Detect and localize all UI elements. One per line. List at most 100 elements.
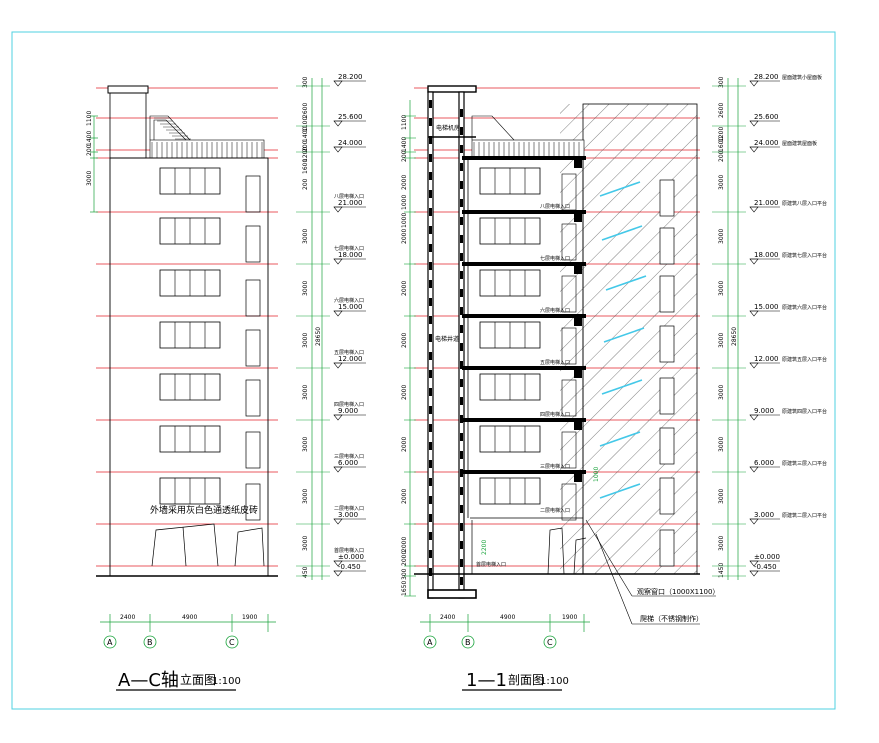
elevation-side-window — [245, 279, 261, 317]
section-callouts — [585, 519, 716, 625]
elevation-level-value: 12.000 — [338, 355, 363, 363]
section-floor-slab — [462, 418, 586, 422]
elevation-level-triangle — [333, 362, 343, 369]
section-windows — [479, 167, 577, 521]
section-existing-window — [659, 529, 675, 567]
elevation-roof-housing — [107, 85, 149, 94]
section-left-dim-label: 1000 — [401, 195, 408, 210]
section-railing-balusters — [473, 142, 580, 158]
section-shaft-block-left — [429, 208, 432, 216]
elevation-right-dim-label: 1600 — [302, 159, 309, 174]
section-left-dim-label: 1650 — [401, 581, 408, 596]
section-total-height: 28650 — [731, 327, 738, 346]
section-slab-edge — [574, 366, 582, 378]
section-side-window — [561, 223, 577, 261]
section-shaft-block-right — [460, 127, 463, 135]
section-shaft-block-left — [429, 190, 432, 198]
section-level-triangle — [749, 120, 759, 127]
section-shaft-label: 电梯井道 — [435, 335, 459, 343]
section-shaft-block-left — [429, 478, 432, 486]
section-side-window — [561, 379, 577, 417]
section-shaft-block-right — [460, 505, 463, 513]
elevation-axis-bubble — [103, 635, 117, 649]
elevation-right-dim-label: 3000 — [302, 536, 309, 551]
elevation-side-window — [245, 431, 261, 469]
section-right-dim-label: 3000 — [718, 437, 725, 452]
elevation-base-door — [151, 523, 265, 567]
section-left-dim-label: 300 — [401, 568, 408, 580]
section-shaft-block-left — [429, 136, 432, 144]
section-roof-railing — [471, 115, 585, 159]
section-shaft-block-right — [460, 343, 463, 351]
section-level-value: 3.000 — [754, 511, 774, 519]
section-level-label: 屋面建筑屋面板 — [782, 140, 817, 147]
section-shaft-block-left — [429, 298, 432, 306]
section-level-value: 15.000 — [754, 303, 779, 311]
section-callout-window: 观察窗口（1000X1100） — [637, 587, 719, 596]
section-title-main: 1—1 — [466, 670, 507, 691]
section-slab-edge — [574, 210, 582, 222]
section-shaft-block-left — [429, 406, 432, 414]
section-pit — [427, 589, 477, 599]
section-floor-slab — [462, 262, 586, 266]
elevation-right-dim-label: 1100 — [302, 117, 309, 132]
section-shaft-block-right — [460, 307, 463, 315]
section-floor-slab — [462, 470, 586, 474]
section-axis-label: C — [547, 638, 553, 647]
section-side-window — [561, 483, 577, 521]
elevation-level-value: 3.000 — [338, 511, 358, 519]
section-shaft-block-right — [460, 289, 463, 297]
section-shaft-block-left — [429, 280, 432, 288]
section-level-label: 原建筑六层入口平台 — [782, 304, 827, 311]
elevation-right-dimensions: 3002600110014002001200160020030003000300… — [296, 76, 330, 580]
section-shaft-block-left — [429, 370, 432, 378]
section-left-dim-label: 2000 — [401, 537, 408, 552]
section-slab-edge — [574, 314, 582, 326]
elevation-right-dim-label: 3000 — [302, 385, 309, 400]
section-level-triangle — [749, 362, 759, 369]
section-right-dim-label: 3000 — [718, 175, 725, 190]
section-left-dim-label: 2000 — [401, 385, 408, 400]
section-shaft-block-right — [460, 433, 463, 441]
section-right-dim-label: 200 — [718, 150, 725, 162]
section-shaft-block-right — [460, 415, 463, 423]
section-glass-mark — [605, 275, 647, 291]
section-shaft-block-left — [429, 460, 432, 468]
section-floor-label: 首层电梯入口 — [476, 561, 506, 568]
elevation-left-dim-label: 1400 — [86, 131, 93, 146]
section-shaft-block-right — [460, 163, 463, 171]
elevation-level-value: 25.600 — [338, 113, 363, 121]
section-shaft-block-left — [429, 334, 432, 342]
section-shaft-block-left — [429, 550, 432, 558]
elevation-right-dim-label: 3000 — [302, 281, 309, 296]
section-floor-label: 八层电梯入口 — [540, 203, 570, 210]
section-title-sub: 剖面图 — [508, 673, 544, 687]
section-shaft-block-right — [460, 199, 463, 207]
section-glass-mark — [599, 181, 641, 197]
section-left-dim-label: 1000 — [401, 213, 408, 228]
section-shaft-block-left — [429, 316, 432, 324]
elevation-wall-note: 外墙采用灰白色通透纸皮砖 — [150, 504, 258, 516]
section-right-dimensions: 3002600120016002003000300030003000300030… — [712, 76, 746, 580]
section-left-dim-label: 2000 — [401, 281, 408, 296]
section-left-dim-label: 1100 — [401, 115, 408, 130]
elevation-side-window — [245, 379, 261, 417]
section-right-dim-label: 1600 — [718, 137, 725, 152]
section-right-dim-label: 3000 — [718, 281, 725, 296]
section-right-dim-label: 2600 — [718, 103, 725, 118]
section-axis-bubble — [423, 635, 437, 649]
elevation-right-dim-label: 3000 — [302, 333, 309, 348]
elevation-level-value: 28.200 — [338, 73, 363, 81]
section-glass-marks — [599, 181, 647, 499]
section-level-value: ±0.000 — [754, 553, 780, 561]
section-floor-label: 七层电梯入口 — [540, 255, 570, 262]
section-existing-window — [659, 377, 675, 415]
section-floor-label: 五层电梯入口 — [540, 359, 570, 366]
section-shaft-block-right — [460, 325, 463, 333]
section-shaft-wall-left — [427, 91, 434, 599]
section-left-dim-label: 2000 — [401, 175, 408, 190]
elevation-level-triangle — [333, 414, 343, 421]
elevation-right-dim-label: 300 — [302, 76, 309, 88]
section-axis-label: A — [427, 638, 433, 647]
